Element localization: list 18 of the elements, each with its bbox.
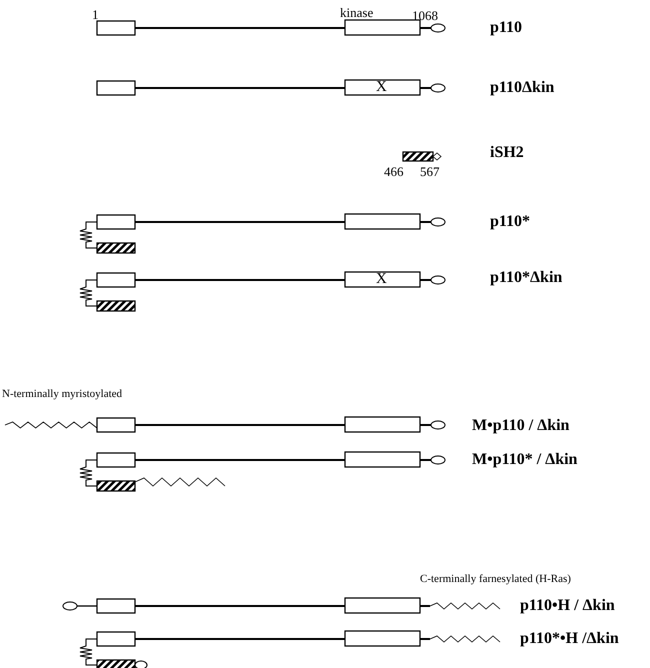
residue-number: 1068 [412, 9, 438, 22]
construct-label: M•p110* / Δkin [472, 452, 578, 468]
construct-label: M•p110 / Δkin [472, 418, 570, 434]
annotation-text: C-terminally farnesylated (H-Ras) [420, 574, 571, 585]
mutation-mark: X [376, 272, 387, 287]
construct-label: p110•H / Δkin [520, 598, 615, 614]
domain-label: kinase [340, 6, 374, 19]
residue-number: 567 [420, 165, 440, 178]
construct-label: iSH2 [490, 145, 524, 161]
residue-number: 466 [384, 165, 404, 178]
construct-label: p110* [490, 214, 530, 230]
construct-label: p110*Δkin [490, 270, 562, 286]
mutation-mark: X [376, 80, 387, 95]
construct-label: p110 [490, 20, 522, 36]
construct-label: p110Δkin [490, 80, 554, 96]
residue-number: 1 [92, 8, 98, 21]
annotation-text: N-terminally myristoylated [2, 389, 122, 400]
construct-label: p110*•H /Δkin [520, 631, 619, 647]
